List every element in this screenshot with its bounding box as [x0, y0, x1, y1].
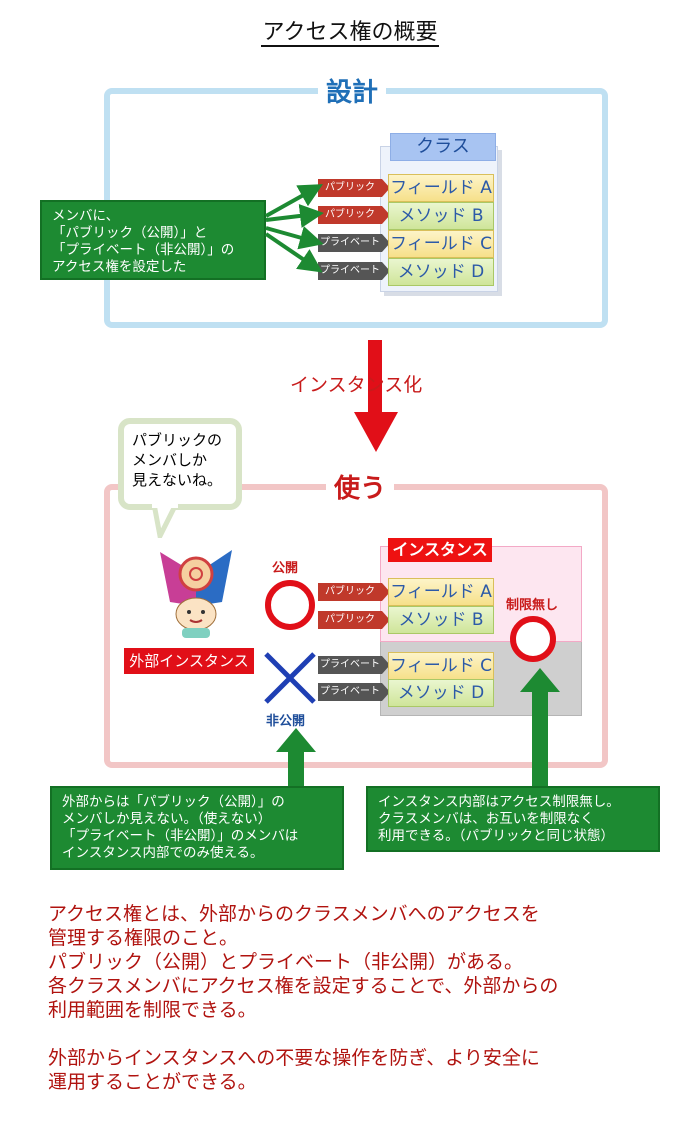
bubble-tail: [151, 504, 179, 538]
note-line: 外部からは「パブリック（公開）」の: [62, 794, 285, 810]
circle-icon: [265, 580, 315, 630]
tag-private: プライベート: [318, 683, 382, 701]
instantiation-label: インスタンス化: [290, 374, 423, 396]
design-arrows: [264, 184, 324, 273]
note-line: インスタンス内部はアクセス制限無し。: [378, 794, 620, 810]
tag-arrow: [382, 234, 390, 252]
member-method-d: メソッド D: [388, 679, 494, 707]
summary-line: パブリック（公開）とプライベート（非公開）がある。: [48, 951, 524, 973]
bubble-line: メンバしか: [132, 451, 208, 469]
tag-private: プライベート: [318, 656, 382, 674]
summary-gap: [48, 1022, 668, 1046]
note-line: メンバに、: [52, 208, 120, 224]
instance-header: インスタンス: [388, 538, 492, 562]
note-line: インスタンス内部でのみ使える。: [62, 845, 264, 861]
member-field-a: フィールド A: [388, 578, 494, 606]
tag-arrow: [382, 583, 390, 601]
note-line: メンバしか見えない。（使えない）: [62, 811, 272, 827]
summary-line: 各クラスメンバにアクセス権を設定することで、外部からの: [48, 975, 559, 997]
design-note: メンバに、 「パブリック（公開）」と 「プライベート（非公開）」の アクセス権を…: [40, 200, 266, 280]
down-arrow-icon: [354, 340, 398, 452]
tag-private: プライベート: [318, 234, 382, 252]
up-arrow-icon: [276, 728, 316, 794]
external-instance-label: 外部インスタンス: [124, 648, 254, 674]
summary-line: 管理する権限のこと。: [48, 927, 239, 949]
class-header: クラス: [390, 133, 496, 161]
character-icon: [160, 550, 232, 638]
bubble-line: パブリックの: [132, 431, 223, 449]
note-line: 「プライベート（非公開）」のメンバは: [62, 828, 299, 844]
tag-public: パブリック: [318, 179, 382, 197]
public-label: 公開: [272, 561, 299, 576]
summary-line: 外部からインスタンスへの不要な操作を防ぎ、より安全に: [48, 1047, 540, 1069]
no-restriction-label: 制限無し: [506, 598, 559, 613]
design-title: 設計: [318, 72, 387, 109]
tag-private: プライベート: [318, 262, 382, 280]
summary-text: アクセス権とは、外部からのクラスメンバへのアクセスを 管理する権限のこと。 パブ…: [48, 902, 668, 1094]
tag-arrow: [382, 262, 390, 280]
tag-arrow: [382, 656, 390, 674]
bubble-line: 見えないね。: [132, 471, 223, 489]
member-field-c: フィールド C: [388, 230, 494, 258]
page-title: アクセス権の概要: [260, 20, 440, 47]
cross-icon: [264, 652, 316, 704]
tag-public: パブリック: [318, 206, 382, 224]
tag-arrow: [382, 179, 390, 197]
summary-line: 運用することができる。: [48, 1071, 257, 1093]
up-arrow-icon: [520, 668, 560, 786]
member-method-b: メソッド B: [388, 202, 494, 230]
note-line: 利用できる。（パブリックと同じ状態）: [378, 828, 614, 844]
member-field-c: フィールド C: [388, 652, 494, 680]
note-line: 「プライベート（非公開）」の: [52, 242, 235, 258]
summary-line: アクセス権とは、外部からのクラスメンバへのアクセスを: [48, 903, 540, 925]
note-line: 「パブリック（公開）」と: [52, 225, 208, 241]
note-line: アクセス権を設定した: [52, 259, 187, 275]
tag-arrow: [382, 683, 390, 701]
member-field-a: フィールド A: [388, 174, 494, 202]
member-method-d: メソッド D: [388, 258, 494, 286]
circle-icon: [510, 616, 556, 662]
note-line: クラスメンバは、お互いを制限なく: [378, 811, 594, 827]
external-note: 外部からは「パブリック（公開）」の メンバしか見えない。（使えない） 「プライベ…: [50, 786, 344, 870]
tag-arrow: [382, 611, 390, 629]
use-title: 使う: [326, 468, 395, 505]
speech-bubble: パブリックの メンバしか 見えないね。: [118, 418, 242, 510]
member-method-b: メソッド B: [388, 606, 494, 634]
internal-note: インスタンス内部はアクセス制限無し。 クラスメンバは、お互いを制限なく 利用でき…: [366, 786, 660, 852]
tag-arrow: [382, 206, 390, 224]
tag-public: パブリック: [318, 583, 382, 601]
private-label: 非公開: [266, 714, 306, 729]
tag-public: パブリック: [318, 611, 382, 629]
summary-line: 利用範囲を制限できる。: [48, 999, 257, 1021]
